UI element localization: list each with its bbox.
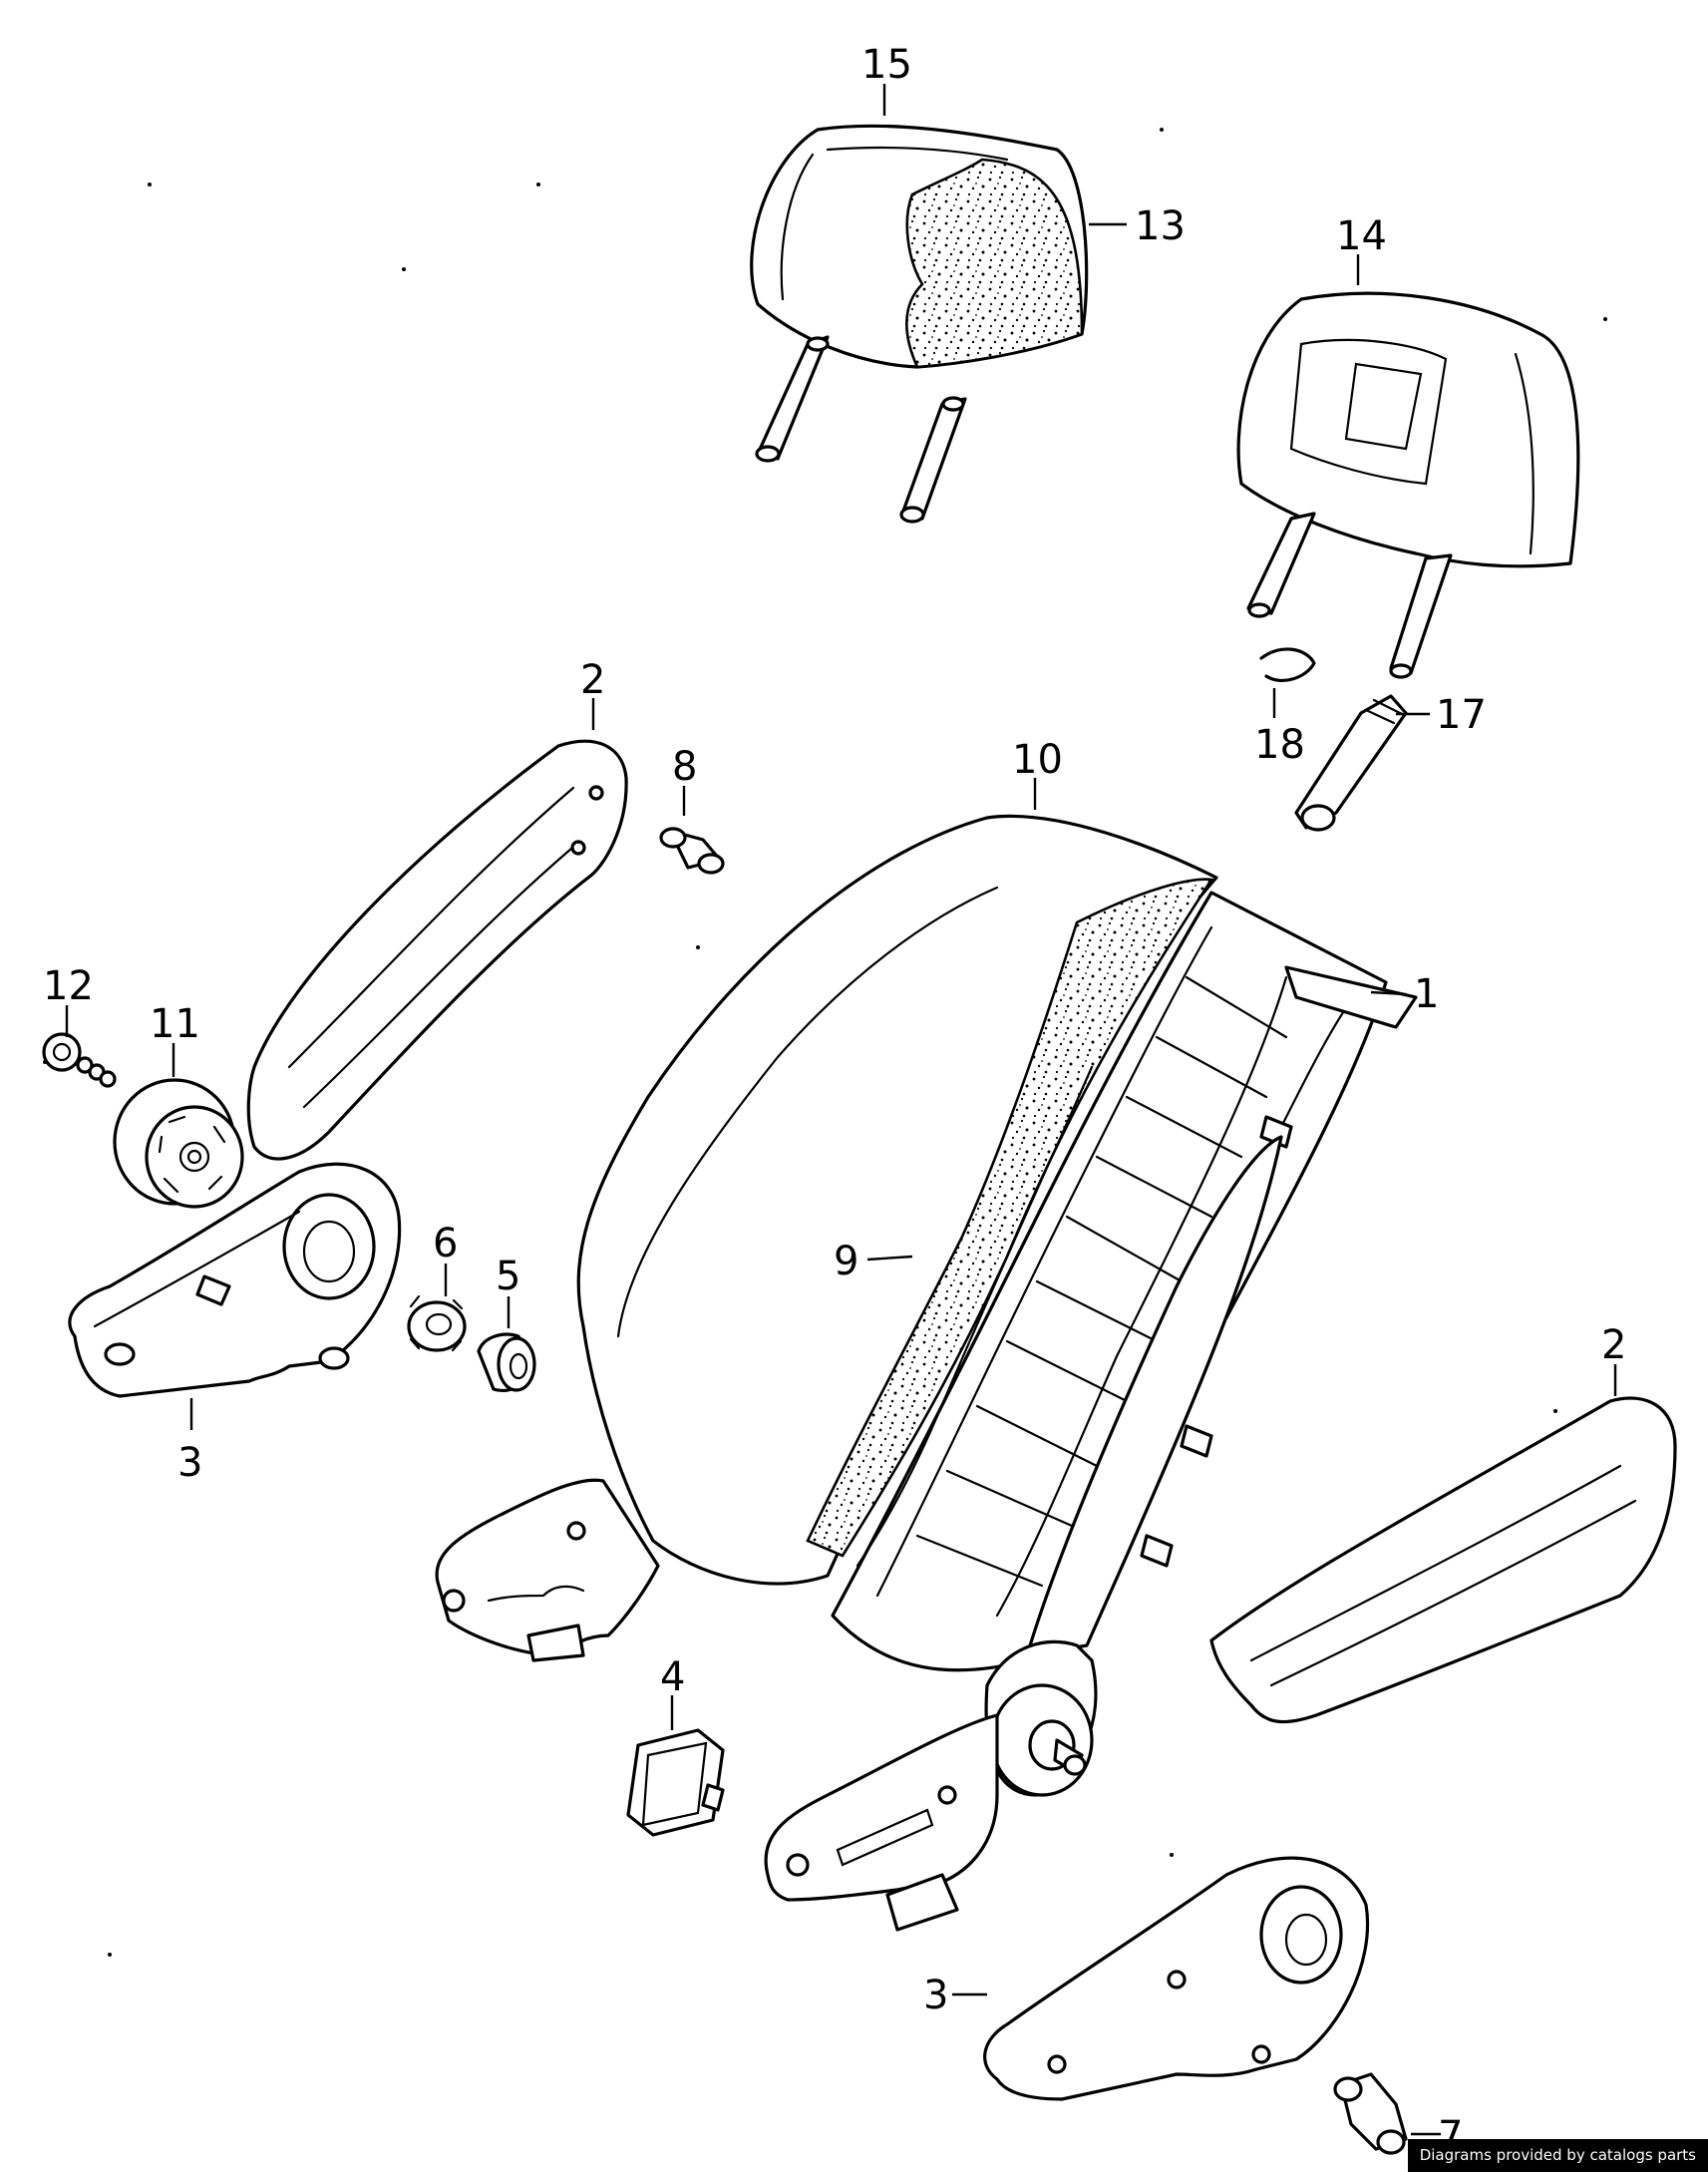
callout-9: 9 <box>834 1239 858 1284</box>
callout-2-upper: 2 <box>580 657 605 703</box>
hinge-cover-3-right <box>983 1856 1369 2101</box>
recliner-mechanism <box>435 1135 1283 1932</box>
callout-4: 4 <box>660 1654 685 1700</box>
screw-12 <box>42 1032 117 1088</box>
hinge-cover-3-left <box>68 1162 402 1398</box>
credit-banner: Diagrams provided by catalogs parts <box>1407 2139 1708 2172</box>
side-trim-2-right <box>1209 1396 1677 1724</box>
pin-7 <box>1333 2072 1408 2155</box>
callout-14: 14 <box>1336 213 1387 259</box>
headrest-14 <box>1236 291 1580 832</box>
callout-13: 13 <box>1135 203 1186 249</box>
callout-6: 6 <box>433 1221 458 1267</box>
knob-11 <box>113 1078 244 1209</box>
leader-lines <box>65 84 1617 2136</box>
callout-2-right: 2 <box>1601 1322 1626 1368</box>
frame-9 <box>831 891 1418 1672</box>
motor-block-4 <box>626 1728 725 1837</box>
side-trim-2-upper <box>246 739 628 1161</box>
backrest-10 <box>576 814 1218 1586</box>
callout-3-right: 3 <box>923 1973 948 2018</box>
callout-10: 10 <box>1012 737 1063 783</box>
callout-15: 15 <box>861 42 912 88</box>
pin-8 <box>659 827 725 875</box>
callout-11: 11 <box>150 1001 200 1047</box>
callout-5: 5 <box>496 1254 520 1299</box>
headrest-15 <box>750 124 1089 524</box>
callout-18: 18 <box>1254 722 1305 768</box>
callout-8: 8 <box>672 744 697 790</box>
callout-17: 17 <box>1436 692 1487 738</box>
callout-labels: 1 2 2 3 3 4 5 6 7 8 9 10 11 12 13 14 15 … <box>43 42 1626 2159</box>
spacer-5 <box>477 1332 536 1392</box>
callout-1: 1 <box>1414 971 1439 1017</box>
bushing-6 <box>407 1294 467 1352</box>
callout-12: 12 <box>43 963 94 1009</box>
callout-3-left: 3 <box>177 1440 202 1486</box>
